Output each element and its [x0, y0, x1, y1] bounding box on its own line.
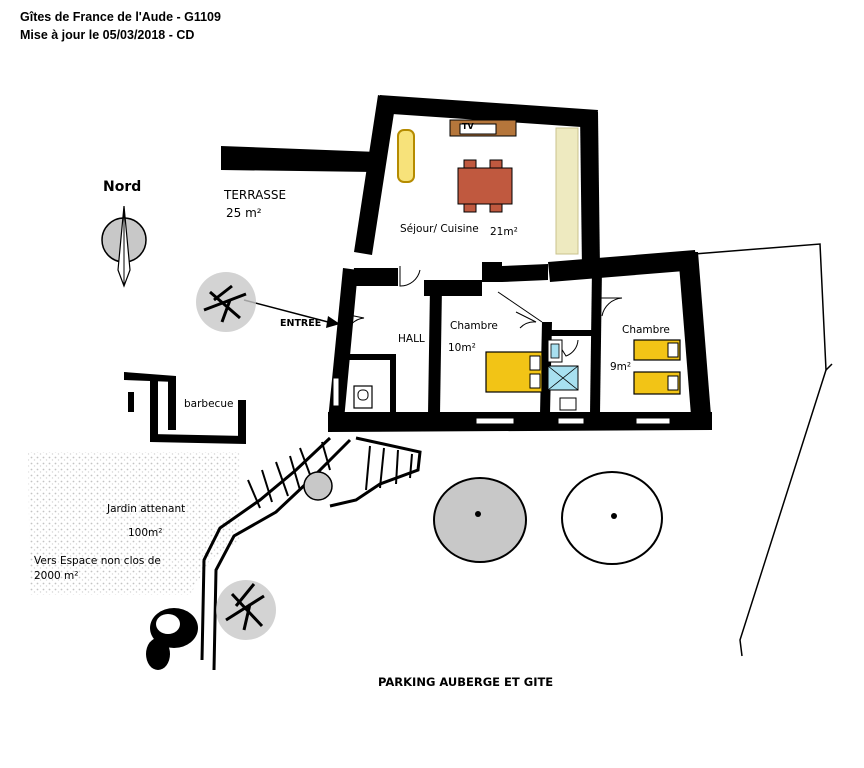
bedroom2-area: 9m² [610, 361, 632, 373]
garden-note-line2: 2000 m² [34, 570, 79, 582]
garden-area [28, 452, 240, 595]
bedroom2-label: Chambre [622, 324, 670, 336]
access-path [200, 436, 422, 671]
header-title: Gîtes de France de l'Aude - G1109 [20, 10, 221, 24]
tree-icon [433, 477, 527, 563]
entrance-label: ENTREE [280, 318, 322, 329]
compass-label: Nord [103, 179, 142, 195]
garden-label: Jardin attenant [107, 503, 186, 515]
terrace-area: 25 m² [226, 206, 262, 220]
tree-outline-icon [561, 471, 663, 565]
barbecue-label: barbecue [184, 398, 234, 410]
tree-icon [146, 608, 198, 670]
header-update: Mise à jour le 05/03/2018 - CD [20, 28, 195, 42]
toilet [353, 385, 373, 409]
windows [332, 377, 671, 425]
entrance-arrow-icon [243, 299, 340, 328]
living-furniture [397, 119, 579, 255]
garden-note-line1: Vers Espace non clos de [34, 555, 161, 567]
terrace-label: TERRASSE [224, 188, 287, 202]
barbecue-walls [124, 372, 246, 444]
hall-label: HALL [398, 333, 425, 345]
bathroom-fixtures [547, 339, 579, 411]
garden-area-value: 100m² [128, 527, 163, 539]
tv-label: TV [462, 122, 474, 131]
living-room-label: Séjour/ Cuisine [400, 223, 479, 235]
bedroom1-area: 10m² [448, 342, 476, 354]
living-room-area: 21m² [490, 226, 518, 238]
beds-single [633, 339, 681, 395]
shrub-icon [216, 580, 276, 640]
bed-double [485, 351, 543, 393]
parking-label: PARKING AUBERGE ET GITE [378, 675, 554, 689]
property-boundary [693, 243, 833, 657]
terrace-wall [221, 146, 378, 172]
doors [343, 266, 623, 357]
bedroom1-label: Chambre [450, 320, 498, 332]
shrub-icon [196, 272, 256, 332]
compass-icon [101, 205, 147, 288]
